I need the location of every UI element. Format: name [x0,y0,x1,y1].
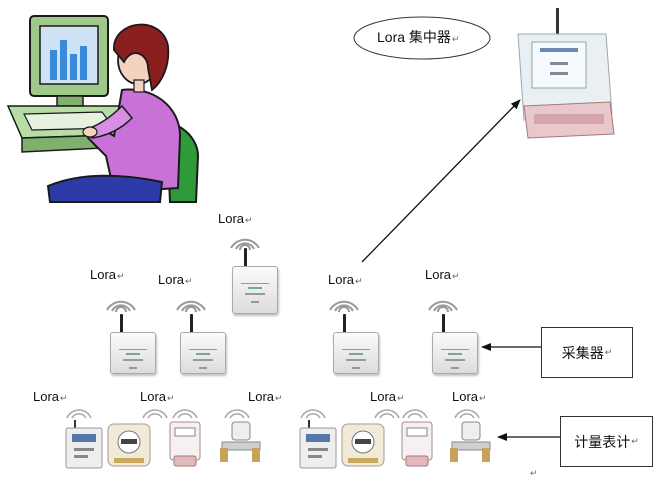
wireless-signal-icon [66,409,92,419]
meter-icon [401,421,433,467]
lora-label: Lora↵ [158,272,193,287]
title-label: Lora 集中器↵ [377,29,460,45]
meter-icon [169,421,201,467]
collector-antenna [120,314,123,334]
lora-label: Lora↵ [140,389,175,404]
collector-device-icon [110,332,156,374]
meter-icon [65,420,103,469]
lora-label: Lora↵ [33,389,68,404]
wireless-signal-icon [142,409,168,419]
meter-icon [299,420,337,469]
wireless-signal-icon [176,300,206,313]
concentrator-device-icon [517,8,615,139]
lora-label: Lora↵ [90,267,125,282]
computer-user-icon [6,15,200,206]
lora-label: Lora↵ [328,272,363,287]
meter-icon [341,423,385,467]
collector-antenna [244,248,247,268]
wireless-signal-icon [402,409,428,419]
wireless-signal-icon [428,300,458,313]
wireless-signal-icon [374,409,400,419]
meter-callout: 计量表计↵ [560,416,653,467]
collector-antenna [190,314,193,334]
wireless-signal-icon [329,300,359,313]
wireless-signal-icon [224,409,250,419]
lora-label: Lora↵ [425,267,460,282]
uplink-arrow [361,99,521,263]
collector-device-icon [180,332,226,374]
meter-icon [107,423,151,467]
wireless-signal-icon [300,409,326,419]
meter-icon [220,421,261,462]
title-ellipse [353,16,491,60]
meter-icon [450,421,491,462]
wireless-signal-icon [230,238,260,251]
lora-label: Lora↵ [248,389,283,404]
collector-device-icon [333,332,379,374]
collector-antenna [343,314,346,334]
lora-label: Lora↵ [370,389,405,404]
lora-label: Lora↵ [452,389,487,404]
wireless-signal-icon [172,409,198,419]
wireless-signal-icon [106,300,136,313]
collector-antenna [442,314,445,334]
wireless-signal-icon [454,409,480,419]
trailing-paragraph-mark: ↵ [530,468,538,478]
collector-device-icon [432,332,478,374]
collector-callout: 采集器↵ [541,327,633,378]
collector-device-icon [232,266,278,314]
lora-label: Lora↵ [218,211,253,226]
